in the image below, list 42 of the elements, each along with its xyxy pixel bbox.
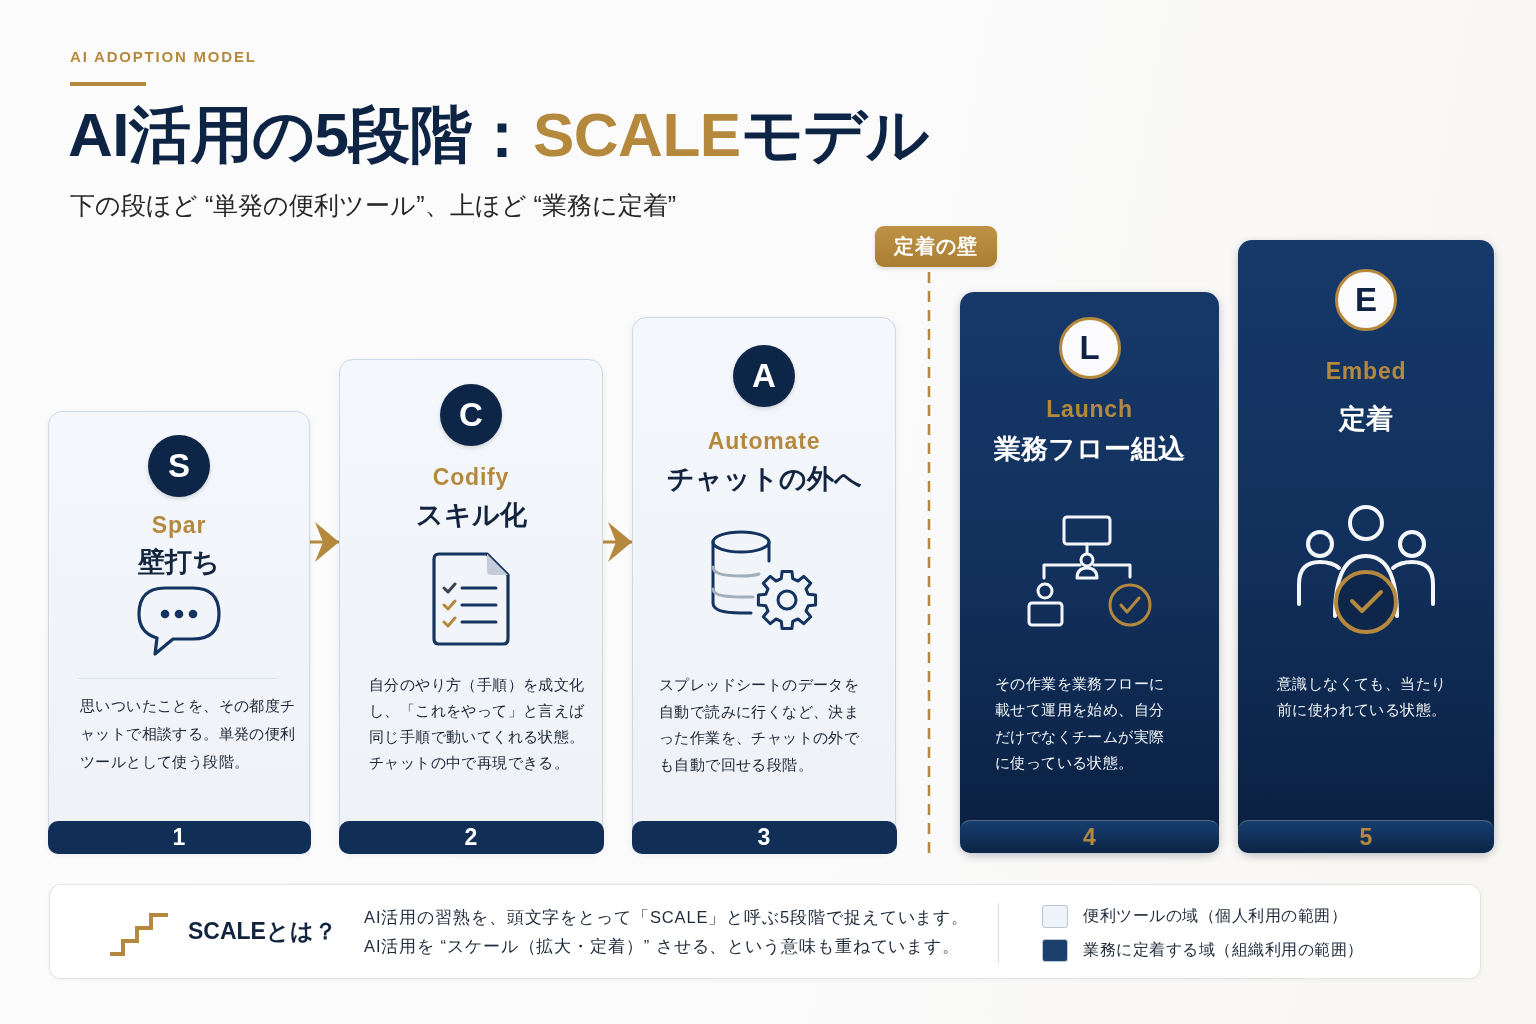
stage-name: Codify [432,463,510,492]
stage-name: Spar [151,511,207,540]
chevron-arrow [310,522,339,562]
stage-name: Automate [707,427,821,456]
panel-heading: SCALEとは？ [188,917,337,946]
description: スプレッドシートのデータを自動で読みに行くなど、決まった作業を、チャットの外でも自動で回せる段階。 [659,675,861,775]
stage-card [960,292,1219,853]
stage-card [48,411,310,853]
letter-circle: L [1058,317,1121,379]
stage-card [339,359,603,853]
description: 意識しなくても、当たり前に使われている状態。 [1277,674,1448,721]
stage-title: チャットの外へ [666,462,862,496]
panel-text: AI活用の習熟を、頭文字をとって「SCALE」と呼ぶ5段階で捉えています。 [364,907,970,928]
stage-title: 業務フロー組込 [994,432,1185,466]
stage-card [632,317,896,853]
description: 思いついたことを、その都度チャットで相談する。単発の便利ツールとして使う段階。 [80,696,297,772]
stage-title: 壁打ち [138,545,220,579]
letter-circle: S [148,435,210,497]
stage-card [1238,240,1494,853]
letter-circle: E [1335,269,1397,331]
number-bar: 5 [1238,820,1494,853]
letter-circle: C [440,384,502,446]
stage-name: Launch [1046,395,1133,424]
info-panel [49,884,1481,979]
legend-text: 業務に定着する域（組織利用の範囲） [1083,940,1364,960]
stage-title: スキル化 [415,498,527,532]
number-bar: 2 [338,820,604,854]
wall-tag: 定着の壁 [875,226,997,267]
letter-circle: A [733,345,795,407]
stage-title: 定着 [1339,402,1393,436]
subtitle: 下の段ほど “単発の便利ツール”、上ほど “業務に定着” [70,190,677,221]
number-bar: 1 [47,820,311,854]
kicker-text: AI ADOPTION MODEL [70,48,257,66]
title: AI活用の5段階：SCALEモデル [68,99,929,171]
stage-name: Embed [1325,357,1407,386]
chevron-arrow [603,522,632,562]
description: その作業を業務フローに載せて運用を始め、自分だけでなくチームが実際に使っている状態。 [995,674,1166,773]
legend-text: 便利ツールの域（個人利用の範囲） [1083,906,1347,926]
panel-text: AI活用を “スケール（拡大・定着）” させる、という意味も重ねています。 [364,936,961,957]
description: 自分のやり方（手順）を成文化し、「これをやって」と言えば同じ手順で動いてくれる状態。チャットの中で再現できる。 [369,675,586,773]
number-bar: 3 [631,820,897,854]
number-bar: 4 [960,820,1219,853]
